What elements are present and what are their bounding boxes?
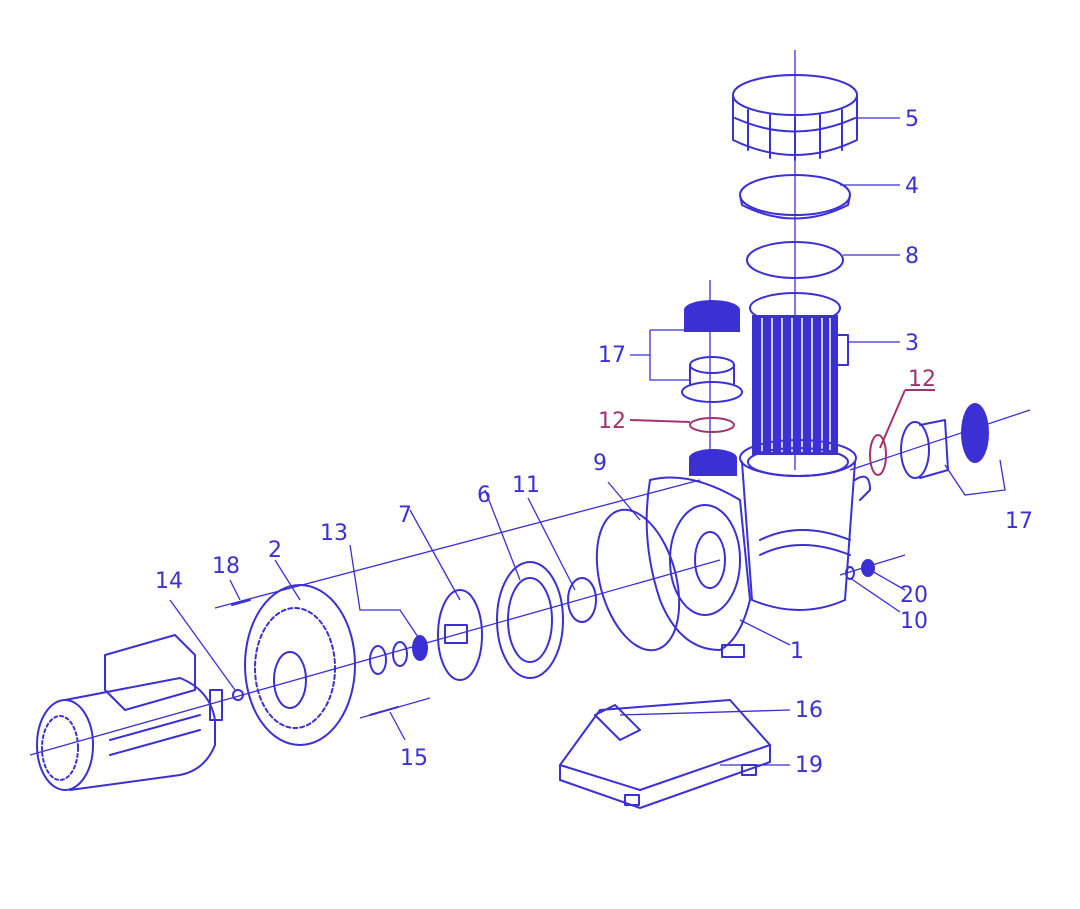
label-part-1: 1: [790, 639, 804, 664]
part-20-plug: [845, 559, 875, 580]
part-12-oring-top: [689, 417, 735, 433]
part-11-ring: [567, 577, 597, 623]
label-part-12-left: 12: [598, 409, 626, 434]
part-15-bolt: [369, 706, 399, 716]
label-part-15: 15: [400, 746, 428, 771]
part-6-diffuser: [496, 561, 564, 679]
label-part-17-top: 17: [598, 343, 626, 368]
label-part-18: 18: [212, 554, 240, 579]
label-part-17-right: 17: [1005, 509, 1033, 534]
part-19-base: [559, 699, 771, 809]
label-part-8: 8: [905, 244, 919, 269]
part-17-union-top: [681, 300, 743, 476]
part-2-seal-plate: [244, 584, 356, 746]
assembly-axis-lines: [29, 50, 1031, 756]
label-part-6: 6: [477, 483, 491, 508]
part-5-lid-nut: [732, 74, 858, 161]
part-14-key: [232, 689, 244, 701]
label-part-4: 4: [905, 174, 919, 199]
label-part-2: 2: [268, 538, 282, 563]
part-7-impeller: [437, 589, 483, 681]
label-part-11: 11: [512, 473, 540, 498]
label-part-19: 19: [795, 753, 823, 778]
label-part-13: 13: [320, 521, 348, 546]
part-1-pump-housing: [645, 439, 871, 658]
part-18-screw: [231, 599, 251, 606]
leader-lines: [169, 117, 1006, 766]
label-part-14: 14: [155, 569, 183, 594]
part-9-gasket: [595, 508, 681, 652]
part-8-oring: [746, 241, 844, 279]
part-13-seal: [369, 635, 428, 675]
part-4-lid: [739, 174, 851, 220]
label-part-5: 5: [905, 107, 919, 132]
label-part-10: 10: [900, 609, 928, 634]
part-17-union-right: [869, 403, 989, 479]
part-16-clip: [594, 704, 641, 741]
part-3-strainer-basket: [749, 292, 849, 455]
label-part-16: 16: [795, 698, 823, 723]
label-part-7: 7: [398, 503, 412, 528]
label-part-3: 3: [905, 331, 919, 356]
label-part-12-right: 12: [908, 367, 936, 392]
label-part-20: 20: [900, 583, 928, 608]
motor: [36, 634, 223, 791]
label-part-9: 9: [593, 451, 607, 476]
